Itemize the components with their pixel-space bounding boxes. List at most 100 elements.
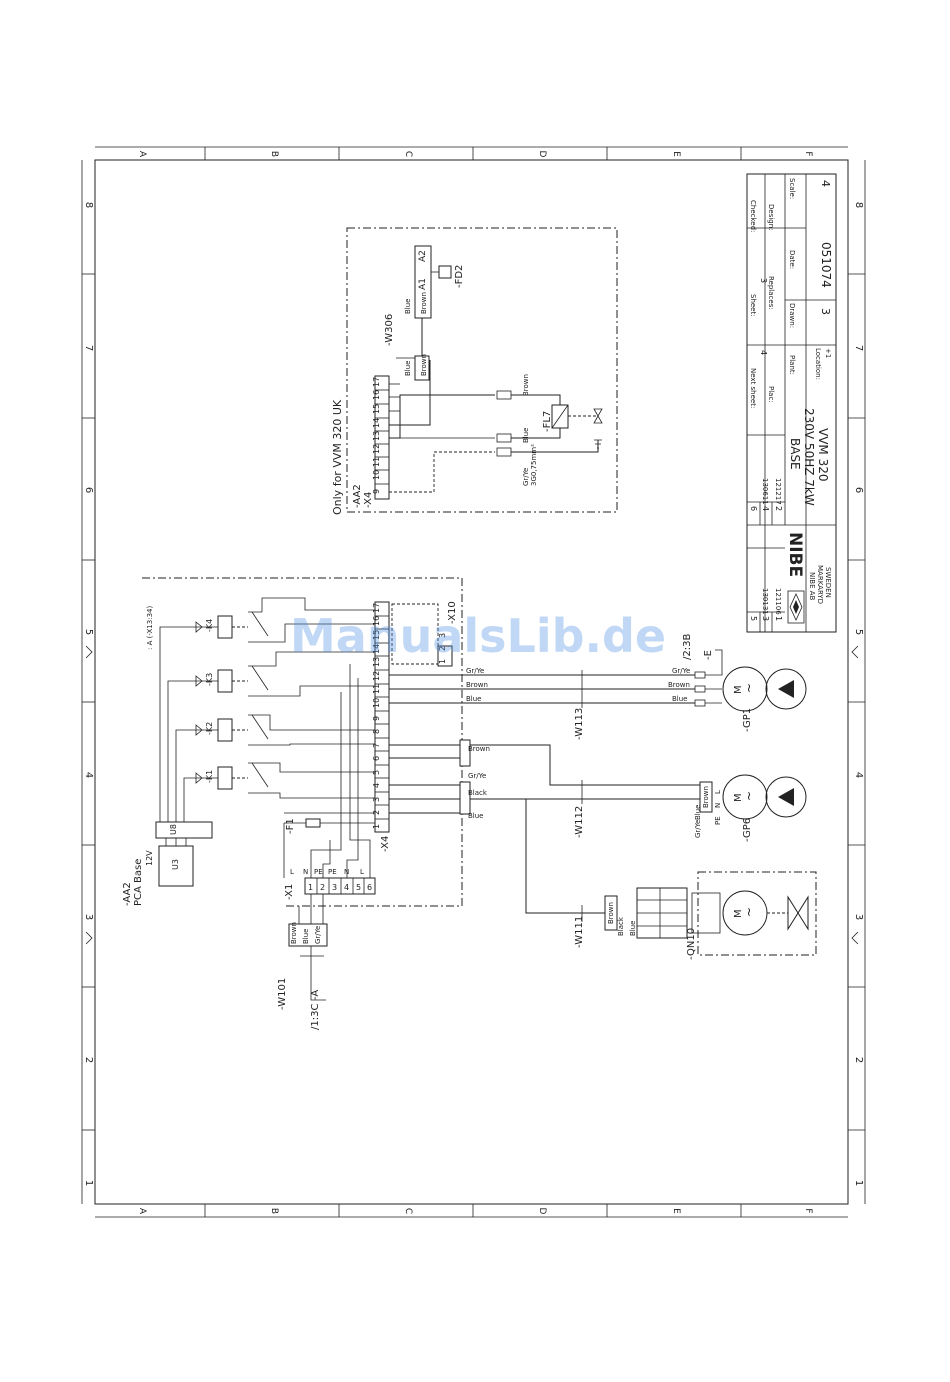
design-label: Design: [767,204,775,231]
company-line-1: NIBE AB [808,572,816,601]
gp1-blue: Blue [672,695,688,703]
qn10-brown: Brown [607,902,615,924]
w113-grye: Gr/Ye [466,667,484,675]
connector-gp1-3 [694,699,706,707]
terminal-x4-14: 14 [372,644,381,654]
gp1-grye: Gr/Ye [672,667,690,675]
watermark-text: ManualsLib.de [290,609,666,663]
terminal-x4-10: 10 [372,698,381,708]
x1-l2-label: L [360,868,364,876]
terminal-top-17: 17 [372,377,381,387]
terminal-x4-6: 6 [372,756,381,761]
aa2-top-label: -AA2 [352,484,363,508]
grid-col-f-top: F [803,151,813,156]
relay-k3: -K3 [194,665,269,697]
grid-col-c-bottom: C [403,1208,413,1214]
date-label: Date: [788,250,796,269]
nibe-logo-icon [787,590,805,624]
plant-label: Plant: [788,355,796,375]
revision-number: 4 [819,180,832,187]
gp6-motor-m: M [733,793,744,802]
grid-row-4-left: 4 [83,772,94,778]
grid-col-e-top: E [671,151,681,157]
pca-base-label: PCA Base [133,859,144,906]
w113-brown: Brown [466,681,488,689]
terminal-x4-16: 16 [372,616,381,626]
grye-wire-fl7: Gr/Ye [522,468,530,486]
blue-wire-a1: Blue [404,299,412,315]
rev-row-4: 4 [761,506,770,511]
title-line-2: 230V 50HZ 7kW [802,408,816,506]
title-block: Checked: Design: Scale: Sheet: 3 Replace… [746,173,837,633]
w111-label: -W111 [574,916,585,948]
12v-label: 12V [145,850,154,866]
grid-row-8-right: 8 [853,202,864,208]
rev-date-3: 130131 [761,588,769,615]
gp1-label: -GP1 [742,708,753,732]
rev-row-1: 1 [774,616,783,621]
fd2-label: -FD2 [454,265,465,288]
terminal-top-16: 16 [372,390,381,400]
k3-label: -K3 [205,673,214,686]
pca-base-section: -AA2 PCA Base U3 12V U8 : A (-X13:34) -K… [122,577,463,1030]
relay-k1: -K1 [194,762,269,794]
a2-label: A2 [418,250,428,262]
f1-fuse-icon [305,818,321,828]
replaces-label: Replaces: [767,276,775,310]
rev-row-5: 5 [749,616,758,621]
gp6-grye: Gr/Ye [694,820,702,838]
w101-blue: Blue [302,929,310,945]
terminal-x4-11: 11 [372,684,381,694]
terminal-x1-6: 6 [367,883,372,892]
fl7-label: -FL7 [542,411,553,432]
grid-row-7-right: 7 [853,345,864,351]
terminal-top-10: 10 [372,470,381,480]
terminal-x4-12: 12 [372,671,381,681]
company-line-3: SWEDEN [824,567,832,598]
gp6-blue: Blue [694,805,702,821]
relay-k4: -K4 [194,611,269,643]
grid-row-6-left: 6 [83,487,94,493]
title-line-1: BASE [788,438,802,470]
x10-label: -X10 [447,601,458,624]
k2-label: -K2 [205,722,214,735]
grid-row-1-right: 1 [853,1180,864,1186]
terminal-strip-x4: 1 2 3 4 5 6 7 8 9 10 11 12 13 14 15 16 1… [372,601,390,833]
x4-label: -X4 [380,836,391,852]
grid-row-3-left: 3 [83,914,94,920]
fd2-thermostat-icon [438,265,452,279]
ground-icon [594,439,602,449]
terminal-x4-9: 9 [372,716,381,721]
sheet-label: Sheet: [749,294,757,317]
blue-wire-w306: Blue [404,361,412,377]
gp6-motor-icon [722,774,768,820]
grid-row-2-left: 2 [83,1057,94,1063]
sheet-number: 3 [819,308,832,315]
grid-row-5-right: 5 [853,629,864,635]
terminal-top-11: 11 [372,457,381,467]
connector-gp1-2 [694,685,706,693]
terminal-x4-17: 17 [372,603,381,613]
u3-label: U3 [171,859,180,870]
terminal-x10-3: 3 [438,633,447,638]
w101-label: -W101 [277,978,288,1010]
brown-wire-fl7: Brown [522,374,530,396]
cable-section-label: 3G0,75mm² [530,444,538,486]
plac-label: Plac: [767,386,775,403]
terminal-top-14: 14 [372,418,381,428]
gp1-motor-tilde: ~ [742,683,756,693]
terminal-x4-2: 2 [372,810,381,815]
drawn-label: Drawn: [788,303,796,328]
terminal-x4-15: 15 [372,630,381,640]
grid-row-7-left: 7 [83,345,94,351]
grid-col-b-top: B [269,151,279,157]
grid-row-1-left: 1 [83,1180,94,1186]
blue-wire-fl7: Blue [522,428,530,444]
terminal-top-12: 12 [372,444,381,454]
k4-label: -K4 [205,619,214,632]
w101-brown: Brown [290,922,298,944]
rev-date-2: 121217 [774,478,782,505]
grid-col-d-bottom: D [537,1208,547,1215]
terminal-strip-x1: 1 2 3 4 5 6 [304,877,376,895]
drawing-number: 051074 [819,242,833,288]
